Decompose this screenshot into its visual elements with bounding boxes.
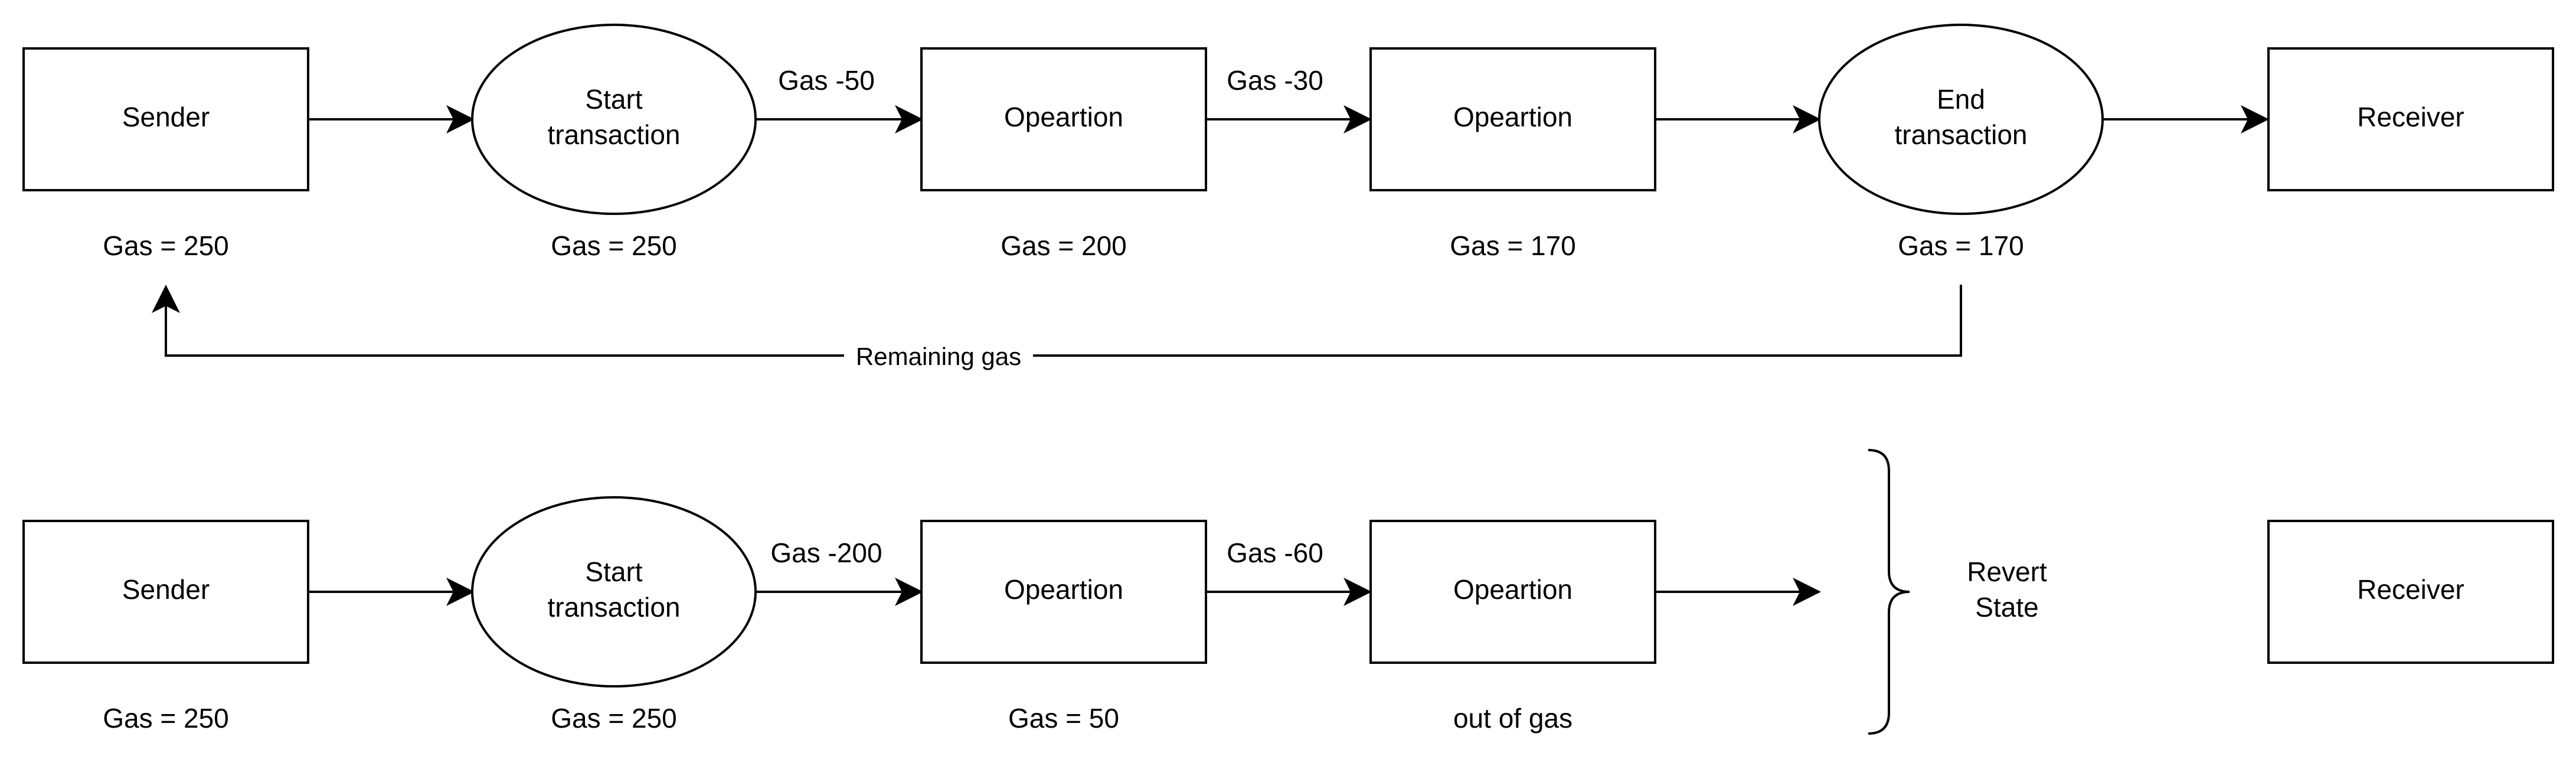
top-edge-start-op1-label: Gas -50 — [778, 65, 875, 96]
top-end-node: End transaction — [1818, 24, 2104, 215]
bottom-sender-label: Sender — [122, 574, 210, 605]
top-op2-label: Opeartion — [1453, 102, 1573, 132]
bottom-sender-gas: Gas = 250 — [103, 703, 229, 734]
top-flow: Sender Gas = 250 Start transaction Gas =… — [22, 24, 2554, 370]
top-start-label-line2: transaction — [547, 119, 680, 150]
top-end-gas: Gas = 170 — [1898, 230, 2024, 261]
top-op1-gas: Gas = 200 — [1001, 230, 1127, 261]
bottom-receiver-box — [2267, 520, 2554, 664]
top-end-label-line2: transaction — [1894, 119, 2027, 150]
bottom-op2-gas: out of gas — [1453, 703, 1573, 734]
top-sender-node: Sender — [22, 47, 309, 191]
top-op2-gas: Gas = 170 — [1450, 230, 1576, 261]
bottom-op1-gas: Gas = 50 — [1008, 703, 1119, 734]
bottom-op1-label: Opeartion — [1004, 574, 1123, 605]
bottom-flow: Sender Gas = 250 Start transaction Gas =… — [22, 449, 2554, 735]
revert-state-label-line1: Revert — [1967, 556, 2047, 587]
bottom-start-label-line2: transaction — [547, 592, 680, 623]
bottom-edge-op1-op2-label: Gas -60 — [1227, 537, 1323, 568]
top-start-gas: Gas = 250 — [551, 230, 677, 261]
top-sender-box — [22, 47, 309, 191]
bottom-op1-box — [920, 520, 1207, 664]
revert-state-label-line2: State — [1975, 592, 2038, 623]
bottom-sender-box — [22, 520, 309, 664]
top-edge-op1-op2-label: Gas -30 — [1227, 65, 1323, 96]
revert-curly-brace — [1868, 449, 1910, 735]
top-receiver-node: Receiver — [2267, 47, 2554, 191]
bottom-op1-node: Opeartion — [920, 520, 1207, 664]
top-start-node: Start transaction — [471, 24, 757, 215]
top-op2-node: Opeartion — [1369, 47, 1656, 191]
top-end-label-line1: End — [1937, 84, 1985, 115]
bottom-op2-node: Opeartion — [1369, 520, 1656, 664]
top-sender-label: Sender — [122, 102, 210, 132]
top-receiver-label: Receiver — [2357, 102, 2464, 132]
top-op1-box — [920, 47, 1207, 191]
bottom-receiver-label: Receiver — [2357, 574, 2464, 605]
bottom-start-label-line1: Start — [585, 556, 642, 587]
top-start-label-line1: Start — [585, 84, 642, 115]
bottom-start-node: Start transaction — [471, 496, 757, 687]
bottom-receiver-node: Receiver — [2267, 520, 2554, 664]
remaining-gas-label-bg — [844, 343, 1033, 370]
remaining-gas-label: Remaining gas — [856, 343, 1021, 370]
bottom-sender-node: Sender — [22, 520, 309, 664]
bottom-op2-label: Opeartion — [1453, 574, 1573, 605]
top-sender-gas: Gas = 250 — [103, 230, 229, 261]
remaining-gas-connector — [152, 285, 1962, 357]
top-op1-node: Opeartion — [920, 47, 1207, 191]
top-op1-label: Opeartion — [1004, 102, 1123, 132]
bottom-edge-start-op1-label: Gas -200 — [770, 537, 882, 568]
bottom-start-gas: Gas = 250 — [551, 703, 677, 734]
top-receiver-box — [2267, 47, 2554, 191]
